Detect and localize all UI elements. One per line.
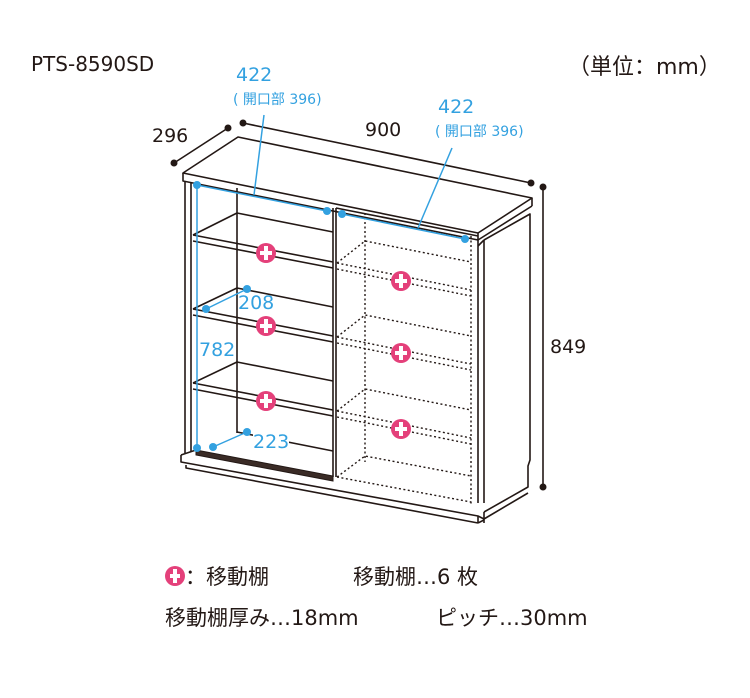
- shelf-depth-dimension: 208: [238, 292, 275, 314]
- left-opening-width: 422: [236, 64, 273, 86]
- right-opening-note: ( 開口部 396): [435, 124, 524, 140]
- depth-dimension: 296: [152, 125, 189, 147]
- shelf-count: 移動棚…6 枚: [353, 565, 479, 589]
- right-opening-width: 422: [438, 96, 475, 118]
- legend-row-1: ：移動棚: [165, 561, 269, 591]
- height-dimension: 849: [550, 336, 587, 358]
- shelf-pitch: ピッチ…30mm: [436, 606, 588, 630]
- movable-shelf-icon: [165, 566, 185, 586]
- model-number: PTS-8590SD: [31, 52, 155, 76]
- unit-label: （単位：mm）: [568, 55, 721, 80]
- legend-icon-label: ：移動棚: [185, 565, 269, 589]
- shelf-thickness: 移動棚厚み…18mm: [165, 606, 359, 630]
- width-dimension: 900: [365, 119, 402, 141]
- bottom-depth-dimension: 223: [253, 431, 290, 453]
- inner-height-dimension: 782: [199, 339, 236, 361]
- movable-shelf-icon: [256, 243, 411, 439]
- left-opening-note: ( 開口部 396): [233, 92, 322, 108]
